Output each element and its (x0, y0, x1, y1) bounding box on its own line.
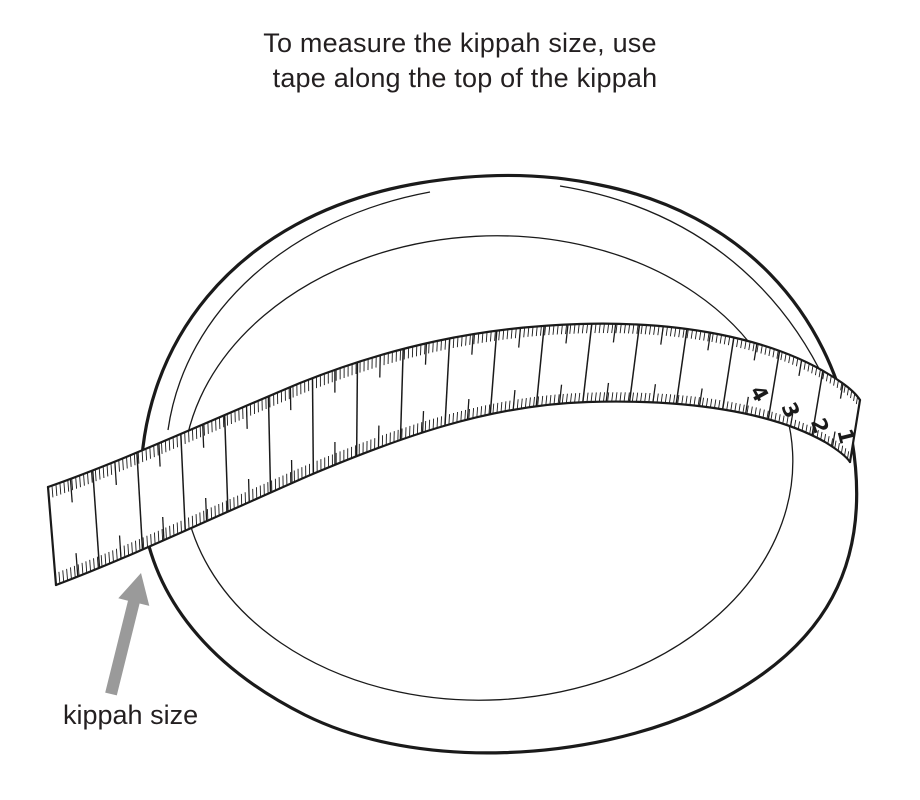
tape-numbers: 4 3 2 1 (745, 382, 859, 447)
tape-right-end-cap (848, 398, 862, 464)
title-line-2: tape along the top of the kippah (272, 63, 658, 93)
tape-tick-marks (47, 323, 861, 586)
kippah-top-left-seam (167, 191, 431, 431)
measuring-tape-body (48, 323, 860, 585)
tape-left-end-cap (46, 485, 58, 587)
diagram-title: To measure the kippah size, use tape alo… (0, 26, 920, 96)
tape-number-1: 1 (832, 426, 859, 446)
title-line-1: To measure the kippah size, use (263, 28, 657, 58)
kippah-size-arrow-icon (105, 573, 150, 696)
tape-top-edge (46, 322, 862, 489)
tape-bottom-edge (54, 400, 852, 587)
kippah-size-label: kippah size (63, 700, 199, 730)
